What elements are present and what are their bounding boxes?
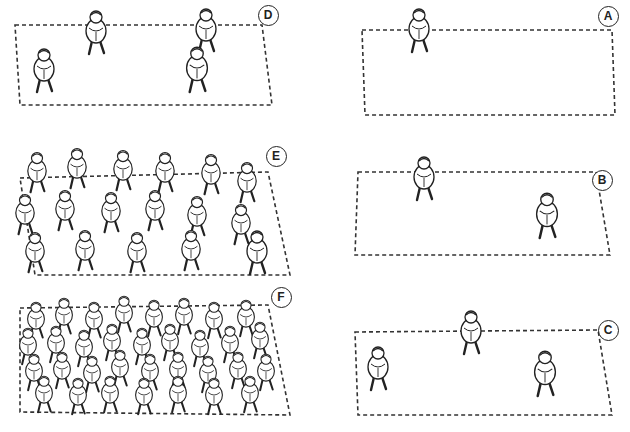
person-figure <box>232 205 250 245</box>
person-figure <box>128 233 146 273</box>
person-figure <box>368 347 388 390</box>
person-figure <box>86 11 106 54</box>
person-figure <box>68 149 86 189</box>
panel-letter: E <box>272 150 280 162</box>
person-figure <box>146 300 163 336</box>
letter-circle: E <box>266 146 287 167</box>
person-figure <box>206 378 223 414</box>
person-figure <box>156 153 174 193</box>
person-figure <box>136 378 153 414</box>
person-figure <box>146 191 164 231</box>
person-figure <box>54 352 71 388</box>
person-figure <box>76 231 94 271</box>
person-figure <box>170 376 187 412</box>
area-outline <box>355 172 610 255</box>
person-figure <box>537 193 558 238</box>
person-figure <box>36 376 53 412</box>
person-figure <box>242 376 259 412</box>
panel-letter: F <box>277 291 284 303</box>
person-figure <box>114 151 132 191</box>
person-figure <box>70 378 87 414</box>
person-figure <box>28 153 46 193</box>
person-figure <box>182 231 200 271</box>
person-figure <box>247 231 267 274</box>
person-figure <box>238 300 255 336</box>
area-outline <box>362 30 615 115</box>
person-figure <box>414 157 434 200</box>
person-figure <box>34 49 54 92</box>
person-figure <box>102 376 119 412</box>
letter-circle: A <box>598 6 619 27</box>
person-figure <box>176 298 193 334</box>
person-figure <box>116 296 133 332</box>
area-outline <box>355 330 612 415</box>
person-figure <box>206 302 223 338</box>
panel-letter: C <box>604 324 613 336</box>
area-outline <box>15 25 615 415</box>
person-figure <box>258 354 275 390</box>
person-figure <box>238 163 256 203</box>
letter-circle: F <box>271 287 292 308</box>
letter-circle: B <box>592 170 613 191</box>
panel-letter: B <box>598 174 607 186</box>
person-figure <box>56 191 74 231</box>
panel-letter: A <box>604 10 613 22</box>
person-figure <box>84 356 101 392</box>
person-figure <box>230 352 247 388</box>
person-figure <box>409 9 429 52</box>
person-figure <box>26 233 44 273</box>
letter-circle: C <box>598 320 619 341</box>
area-outline <box>15 25 272 105</box>
person-figure <box>202 155 220 195</box>
letter-circle: D <box>258 5 279 26</box>
people-group <box>16 9 558 414</box>
person-figure <box>16 195 34 235</box>
person-figure <box>196 9 216 52</box>
person-figure <box>252 322 269 358</box>
person-figure <box>102 193 120 233</box>
person-figure <box>187 47 208 92</box>
person-figure <box>461 311 481 354</box>
person-figure <box>535 351 556 396</box>
panel-letter: D <box>264 9 273 21</box>
